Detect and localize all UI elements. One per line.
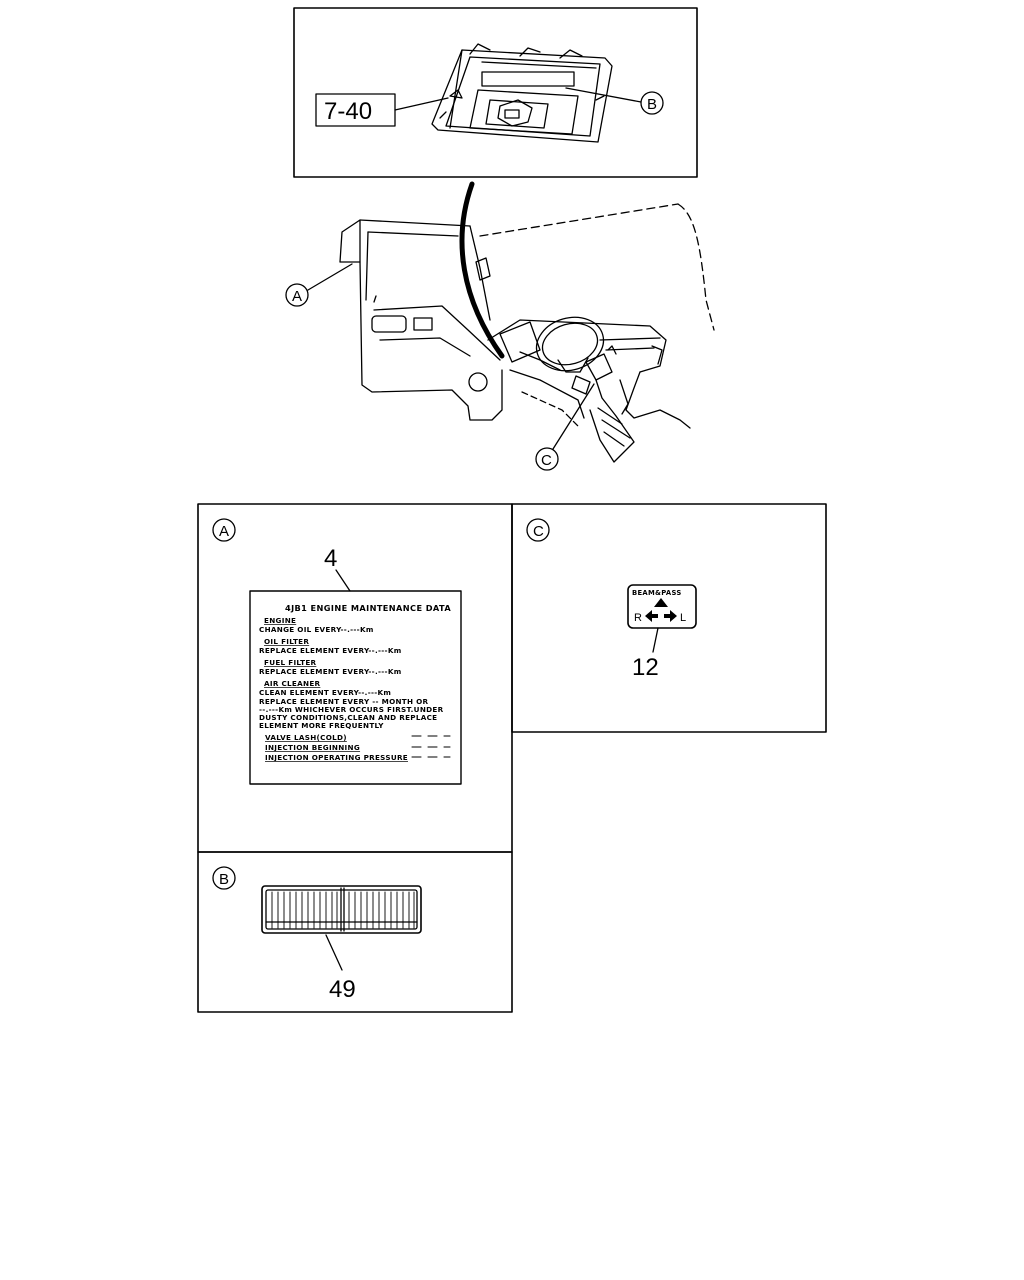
label-title: 4JB1 ENGINE MAINTENANCE DATA [285,603,451,613]
label-oil-heading: OIL FILTER [264,637,309,646]
valve-spec-dashes [411,735,451,758]
switch-label-right: L [680,612,686,624]
label-air-line-4: DUSTY CONDITIONS,CLEAN AND REPLACE [259,713,437,722]
panel-a-frame [197,503,513,853]
inset-connector [459,181,505,359]
panel-c-frame [511,503,827,733]
callout-a-leader [307,263,353,291]
label-engine-heading: ENGINE [264,616,296,625]
label-air-heading: AIR CLEANER [264,679,321,688]
label-fuel-text: REPLACE ELEMENT EVERY--.---Km [259,667,402,676]
grille-slats [271,891,415,929]
panel-c-letter-circle [526,518,550,542]
label-air-line-2: REPLACE ELEMENT EVERY -- MONTH OR [259,697,429,706]
glove-box-drawing [431,43,613,143]
panel-a-letter-circle [212,518,236,542]
ref-7-40-leader [394,97,449,111]
panel-b-frame [197,851,513,1013]
callout-b-text: B [647,96,657,113]
arrow-up-icon [654,598,668,607]
panel-a-letter: A [219,523,229,540]
callout-a-circle [285,283,309,307]
panel-b-letter: B [219,871,229,888]
panel-b-letter-circle [212,866,236,890]
label-air-line-3: --.---Km WHICHEVER OCCURS FIRST.UNDER [259,705,444,714]
switch-label-plate [627,584,697,629]
label-injection-pressure: INJECTION OPERATING PRESSURE [265,753,408,762]
part-4-number: 4 [324,545,337,572]
label-air-line-5: ELEMENT MORE FREQUENTLY [259,721,384,730]
switch-label-left: R [634,612,642,624]
part-12-number: 12 [632,654,659,681]
label-oil-text: REPLACE ELEMENT EVERY--.---Km [259,646,402,655]
top-inset [293,7,698,178]
arrow-left-icon [645,610,658,622]
arrow-right-icon [664,610,677,622]
callout-c-circle [535,447,559,471]
part-49-leader [325,934,343,971]
switch-arrows [645,598,677,622]
callout-b-circle [640,91,664,115]
label-engine-text: CHANGE OIL EVERY--.---Km [259,625,374,634]
part-49-number: 49 [329,976,356,1003]
cab-interior-drawing [339,203,715,463]
grille-part-49 [261,885,422,934]
callout-a-text: A [292,288,302,305]
switch-label-top: BEAM&PASS [632,589,682,597]
callout-c-leader [552,383,595,450]
label-fuel-heading: FUEL FILTER [264,658,317,667]
maintenance-label-text: 4JB1 ENGINE MAINTENANCE DATA ENGINE CHAN… [259,603,451,762]
part-12-leader [652,627,659,653]
label-injection-beginning: INJECTION BEGINNING [265,743,360,752]
label-air-line-1: CLEAN ELEMENT EVERY--.---Km [259,688,391,697]
callout-b-leader [565,87,642,103]
ref-7-40-text: 7-40 [324,98,372,125]
panel-c-letter: C [533,523,544,540]
callout-c-text: C [541,452,552,469]
part-4-leader [335,569,351,592]
maintenance-label-plate [249,590,462,785]
label-valve-lash: VALVE LASH(COLD) [265,733,347,742]
top-inset-frame [293,7,698,178]
